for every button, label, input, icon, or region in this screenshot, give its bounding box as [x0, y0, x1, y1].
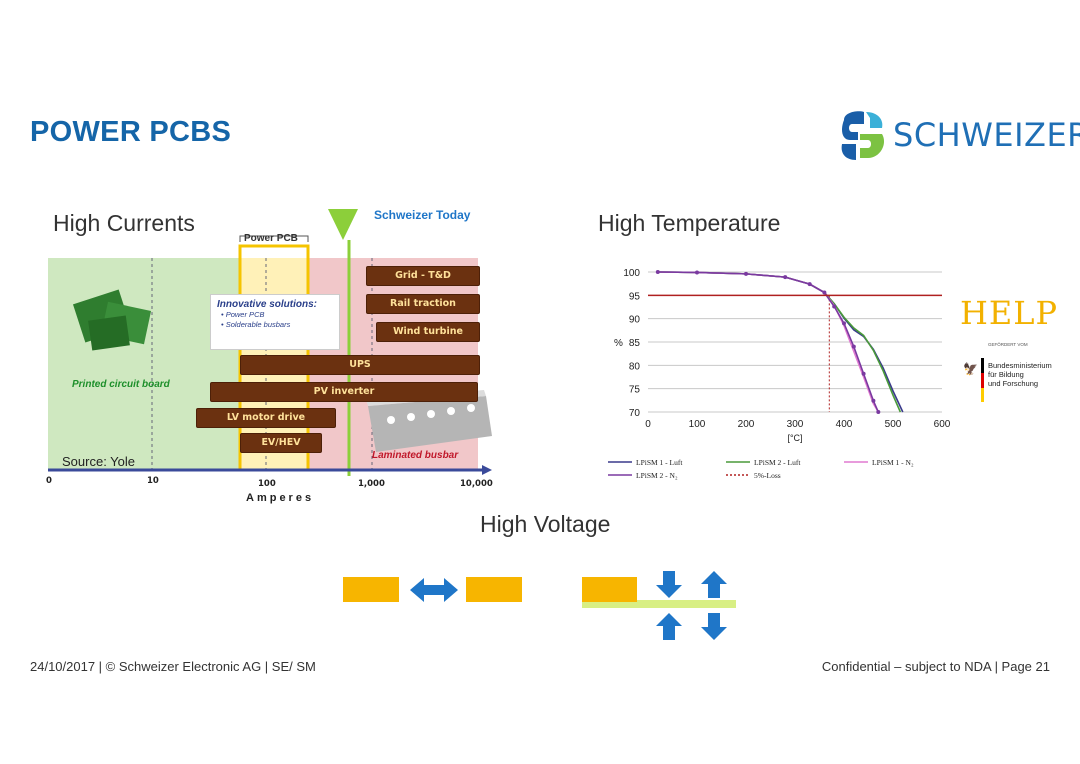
x-tick: 1,000 — [358, 479, 385, 489]
high-temperature-title: High Temperature — [598, 210, 781, 236]
series-point — [876, 410, 881, 414]
series-point — [783, 275, 788, 280]
x-tick-label: 600 — [934, 419, 951, 430]
schweizer-today-label: Schweizer Today — [374, 208, 471, 222]
bmbf-funded-text: GEFÖRDERT VOM — [988, 342, 1028, 347]
x-tick-label: 100 — [689, 419, 706, 430]
pcb-image-icon — [72, 289, 152, 351]
source-label: Source: Yole — [62, 454, 136, 469]
x-tick-label: 0 — [645, 419, 651, 430]
bar-rail-traction: Rail traction — [366, 294, 480, 314]
series-line — [657, 271, 880, 413]
series-point — [851, 344, 856, 349]
series-point — [744, 271, 748, 276]
series-point — [807, 282, 812, 287]
high-currents-title: High Currents — [53, 210, 195, 236]
pcb-zone — [48, 258, 240, 470]
bar-grid-td: Grid - T&D — [366, 266, 480, 286]
legend-label: LPiSM 2 - Luft — [754, 458, 801, 467]
today-marker-icon — [328, 209, 358, 240]
arrow-up-icon — [656, 613, 682, 640]
x-tick-label: 400 — [836, 419, 853, 430]
legend-label: LPiSM 2 - N₂ — [636, 471, 678, 480]
bar-ups: UPS — [240, 355, 480, 375]
y-tick-label: 90 — [629, 315, 641, 326]
temperature-chart: 70 75 80 85 90 95 100 0 100 200 300 400 500 600% [°C] L… — [608, 268, 951, 480]
x-tick: 100 — [258, 479, 276, 489]
eagle-icon: 🦅 — [963, 362, 978, 376]
insulation-layer — [582, 600, 736, 608]
help-logo: HELP — [960, 294, 1059, 332]
bar-ev-hev: EV/HEV — [240, 433, 322, 453]
x-tick: 0 — [46, 476, 52, 486]
innovative-item: • Solderable busbars — [221, 320, 291, 329]
power-pcb-label: Power PCB — [244, 233, 298, 244]
conductor-right-box — [466, 577, 522, 602]
bar-wind-turbine: Wind turbine — [376, 322, 480, 342]
bar-pv-inverter: PV inverter — [210, 382, 478, 402]
y-axis-label: % — [614, 338, 623, 349]
x-axis-label: [°C] — [787, 433, 802, 443]
double-arrow-icon — [410, 578, 458, 602]
legend-label: LPiSM 1 - N₂ — [872, 458, 914, 467]
y-tick-label: 100 — [623, 268, 640, 279]
footer-left: 24/10/2017 | © Schweizer Electronic AG |… — [30, 659, 316, 674]
conductor-left-box — [343, 577, 399, 602]
schweizer-logo-icon — [841, 111, 885, 160]
series-point — [655, 270, 660, 274]
german-flag-icon — [981, 358, 984, 402]
x-tick: 10,000 — [460, 479, 493, 489]
innovative-item: • Power PCB — [221, 310, 265, 319]
x-axis-label: Amperes — [246, 492, 315, 504]
busbar-label: Laminated busbar — [372, 450, 459, 461]
innovative-solutions-title: Innovative solutions: — [217, 299, 318, 310]
y-tick-label: 80 — [629, 361, 641, 372]
series-point — [842, 321, 846, 326]
high-voltage-title: High Voltage — [480, 511, 611, 537]
series-point — [871, 398, 876, 403]
series-point — [695, 270, 699, 275]
logo-text: SCHWEIZER — [893, 116, 1080, 154]
x-tick: 10 — [147, 476, 159, 486]
legend-label: 5%-Loss — [754, 471, 781, 480]
pcb-label: Printed circuit board — [72, 379, 170, 390]
conductor-top-box — [582, 577, 637, 602]
x-tick-label: 300 — [787, 419, 804, 430]
arrow-down-icon — [656, 571, 682, 598]
series-point — [832, 304, 837, 309]
arrow-down-icon — [701, 613, 727, 640]
high-voltage-diagram — [343, 571, 736, 640]
y-tick-label: 75 — [629, 385, 641, 396]
bmbf-logo-text: Bundesministerium für Bildung und Forsch… — [988, 361, 1052, 388]
legend-label: LPiSM 1 - Luft — [636, 458, 683, 467]
series-point — [822, 290, 827, 295]
y-tick-label: 85 — [629, 338, 641, 349]
x-tick-label: 500 — [885, 419, 902, 430]
arrow-up-icon — [701, 571, 727, 598]
x-tick-label: 200 — [738, 419, 755, 430]
slide-title: POWER PCBS — [30, 116, 232, 148]
footer-right: Confidential – subject to NDA | Page 21 — [821, 659, 1050, 674]
high-currents-chart: Schweizer Today Power PCB Innovative sol… — [46, 206, 498, 510]
innovative-solutions-box: Innovative solutions: • Power PCB • Sold… — [210, 294, 340, 350]
y-tick-label: 95 — [629, 291, 641, 302]
series-point — [861, 371, 866, 376]
bar-lv-motor-drive: LV motor drive — [196, 408, 336, 428]
y-tick-label: 70 — [629, 408, 641, 419]
